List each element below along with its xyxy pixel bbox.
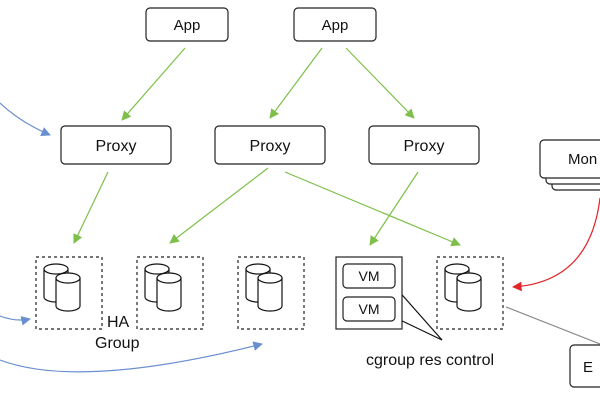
arrow-red-monitor-db4 bbox=[512, 197, 600, 292]
arrow-proxy3-vms bbox=[369, 171, 419, 246]
app-node-2-label: App bbox=[322, 17, 349, 34]
bottom-right-node: E bbox=[569, 344, 600, 388]
arrow-app1-proxy1 bbox=[121, 47, 186, 121]
ha-group-label-line2: Group bbox=[95, 335, 140, 352]
database-icon bbox=[245, 263, 283, 312]
proxy-node-2-label: Proxy bbox=[250, 138, 291, 155]
bottom-right-node-label: E bbox=[583, 359, 593, 376]
proxy-node-2: Proxy bbox=[214, 125, 326, 165]
proxy-node-3: Proxy bbox=[368, 125, 480, 165]
app-node-1-label: App bbox=[174, 17, 201, 34]
arrow-proxy2-db2 bbox=[169, 167, 269, 244]
db-group-2 bbox=[136, 256, 204, 330]
app-node-2: App bbox=[293, 7, 377, 42]
db-group-3 bbox=[237, 256, 305, 330]
arrow-app2-proxy3 bbox=[345, 47, 415, 119]
vm-group: VM VM bbox=[335, 256, 403, 330]
ha-group-label-line1: HA bbox=[107, 314, 130, 331]
monitor-node-stack: Mon bbox=[539, 139, 600, 191]
cgroup-label: cgroup res control bbox=[366, 352, 494, 369]
arrow-blue-to-db1 bbox=[0, 315, 31, 326]
line-db4-bottom-right bbox=[505, 306, 600, 345]
arrow-blue-to-proxy1 bbox=[0, 102, 51, 136]
arrow-app2-proxy2 bbox=[269, 47, 323, 119]
db-group-4 bbox=[436, 256, 504, 330]
cgroup-line-vm2 bbox=[395, 317, 443, 341]
arrow-proxy1-db1 bbox=[73, 171, 109, 244]
db-group-1 bbox=[35, 256, 103, 330]
app-node-1: App bbox=[145, 7, 229, 42]
proxy-node-3-label: Proxy bbox=[404, 138, 445, 155]
cgroup-line-vm1 bbox=[395, 287, 443, 341]
connectors bbox=[0, 47, 600, 373]
database-icon bbox=[43, 263, 81, 312]
proxy-node-1-label: Proxy bbox=[96, 138, 137, 155]
vm-node-1-label: VM bbox=[359, 268, 380, 284]
database-icon bbox=[144, 263, 182, 312]
proxy-node-1: Proxy bbox=[60, 125, 172, 165]
monitor-node-label: Mon bbox=[568, 151, 597, 168]
vm-node-2-label: VM bbox=[359, 301, 380, 317]
database-icon bbox=[444, 263, 482, 312]
arrow-blue-to-db3 bbox=[0, 341, 263, 373]
arrow-proxy2-db4 bbox=[284, 171, 461, 247]
